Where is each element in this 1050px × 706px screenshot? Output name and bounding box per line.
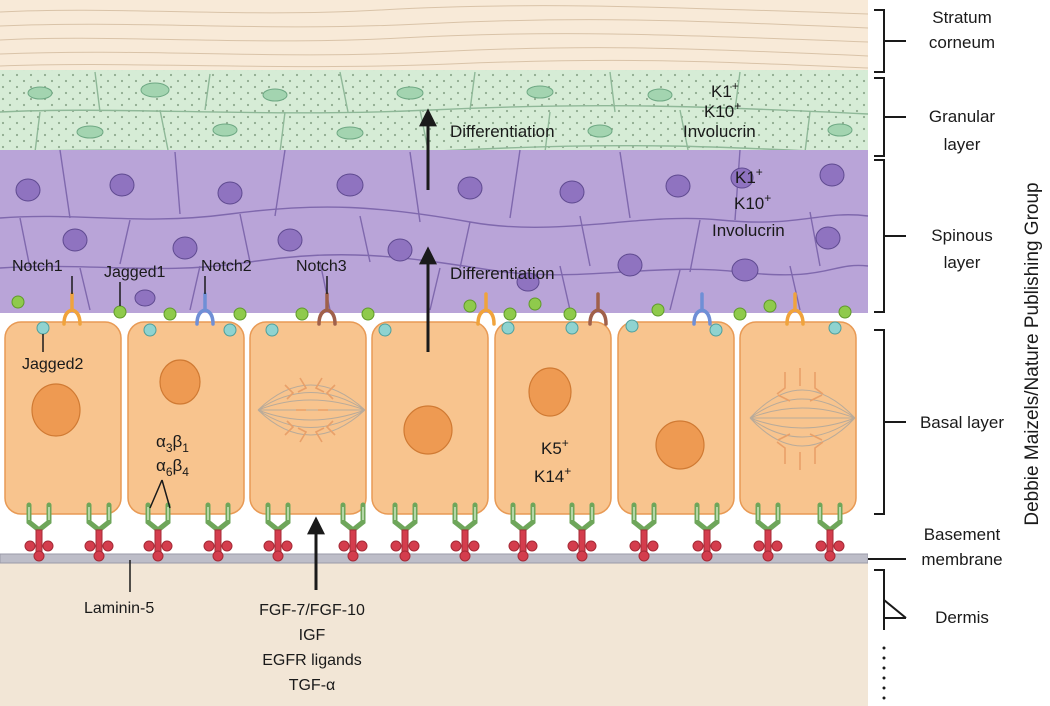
- integrin-beta-symbol: β: [173, 432, 183, 451]
- granular-k1: K1: [711, 82, 732, 101]
- jagged2-label: Jagged2: [22, 356, 83, 373]
- dermis-bracket: [874, 570, 906, 630]
- basal-k5: K5: [541, 439, 562, 458]
- notch1-label: Notch1: [12, 258, 63, 275]
- layer-label-granular-2: layer: [944, 135, 981, 154]
- basal-k14-sup: +: [564, 464, 571, 478]
- growth-factor-2: EGFR ligands: [262, 652, 362, 669]
- basal-cell: [128, 322, 244, 514]
- granular-k1-sup: +: [732, 79, 739, 93]
- layer-label-dermis: Dermis: [935, 608, 989, 627]
- basal-k5-sup: +: [562, 436, 569, 450]
- basal-nucleus: [160, 360, 200, 404]
- growth-factor-1: IGF: [299, 627, 326, 644]
- basal-nucleus: [529, 368, 571, 416]
- spinous-involucrin: Involucrin: [712, 221, 785, 240]
- layer-label-basal: Basal layer: [920, 413, 1004, 432]
- layer-label-corneum-2: corneum: [929, 33, 995, 52]
- basal-k14: K14: [534, 467, 564, 486]
- basal-nucleus: [656, 421, 704, 469]
- granular-k10: K10: [704, 102, 734, 121]
- corneum-bracket: [874, 10, 906, 72]
- basal-nucleus: [404, 406, 452, 454]
- layer-label-basement-2: membrane: [921, 550, 1002, 569]
- layer-label-basement-1: Basement: [924, 525, 1001, 544]
- jagged1-label: Jagged1: [104, 264, 165, 281]
- layer-labels: Stratum corneum Granular layer Spinous l…: [920, 8, 1004, 627]
- integrin-beta-symbol-2: β: [173, 456, 183, 475]
- granular-involucrin: Involucrin: [683, 122, 756, 141]
- granular-bracket: [874, 78, 906, 156]
- growth-factor-0: FGF-7/FGF-10: [259, 602, 365, 619]
- integrin-alpha-symbol-2: α: [156, 456, 166, 475]
- notch3-label: Notch3: [296, 258, 347, 275]
- notch2-label: Notch2: [201, 258, 252, 275]
- laminin-5-label: Laminin-5: [84, 600, 154, 617]
- spinous-k10-sup: +: [764, 191, 771, 205]
- differentiation-label-lower: Differentiation: [450, 264, 555, 283]
- integrin-alpha-symbol: α: [156, 432, 166, 451]
- differentiation-label-upper: Differentiation: [450, 122, 555, 141]
- integrin-beta-subscript-1: 1: [182, 441, 189, 455]
- spinous-k1: K1: [735, 168, 756, 187]
- spinous-bracket: [874, 160, 906, 312]
- integrin-beta-subscript-2: 4: [182, 465, 189, 479]
- spinous-k1-sup: +: [756, 165, 763, 179]
- layer-label-spinous-1: Spinous: [931, 226, 992, 245]
- spinous-k10: K10: [734, 194, 764, 213]
- basal-nucleus: [32, 384, 80, 436]
- layer-label-corneum-1: Stratum: [932, 8, 992, 27]
- layer-brackets: [868, 10, 906, 630]
- basal-cell: [618, 322, 734, 514]
- layer-label-spinous-2: layer: [944, 253, 981, 272]
- basal-bracket: [874, 330, 906, 514]
- granular-k10-sup: +: [734, 99, 741, 113]
- growth-factor-3: TGF-α: [289, 677, 336, 694]
- layer-label-granular-1: Granular: [929, 107, 995, 126]
- image-credit: Debbie Maizels/Nature Publishing Group: [1022, 182, 1043, 525]
